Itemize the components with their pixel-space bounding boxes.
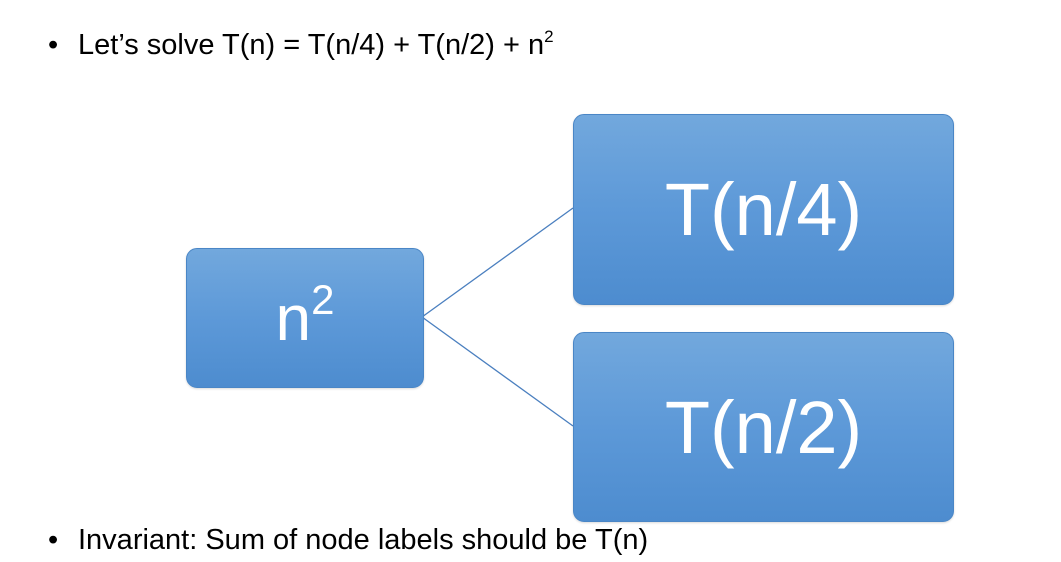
child-node-n2: T(n/2) [573,332,954,522]
root-node-label: n2 [275,279,335,355]
child-node-n4: T(n/4) [573,114,954,305]
root-node: n2 [186,248,424,388]
invariant-bullet: • Invariant: Sum of node labels should be… [48,522,648,558]
invariant-text: Invariant: Sum of node labels should be … [78,524,649,556]
root-base: n [275,282,312,354]
root-exponent: 2 [311,276,335,323]
edge-to-left-child [421,207,574,318]
child-node-n4-label: T(n/4) [664,168,863,251]
recurrence-bullet: • Let’s solve T(n) = T(n/4) + T(n/2) + n2 [48,27,554,63]
edge-to-right-child [421,316,574,427]
child-node-n2-label: T(n/2) [664,385,863,469]
recurrence-exponent: 2 [544,27,554,46]
recurrence-text: Let’s solve T(n) = T(n/4) + T(n/2) + n [78,29,545,61]
bullet-marker: • [48,29,59,61]
bullet-marker: • [48,524,59,556]
